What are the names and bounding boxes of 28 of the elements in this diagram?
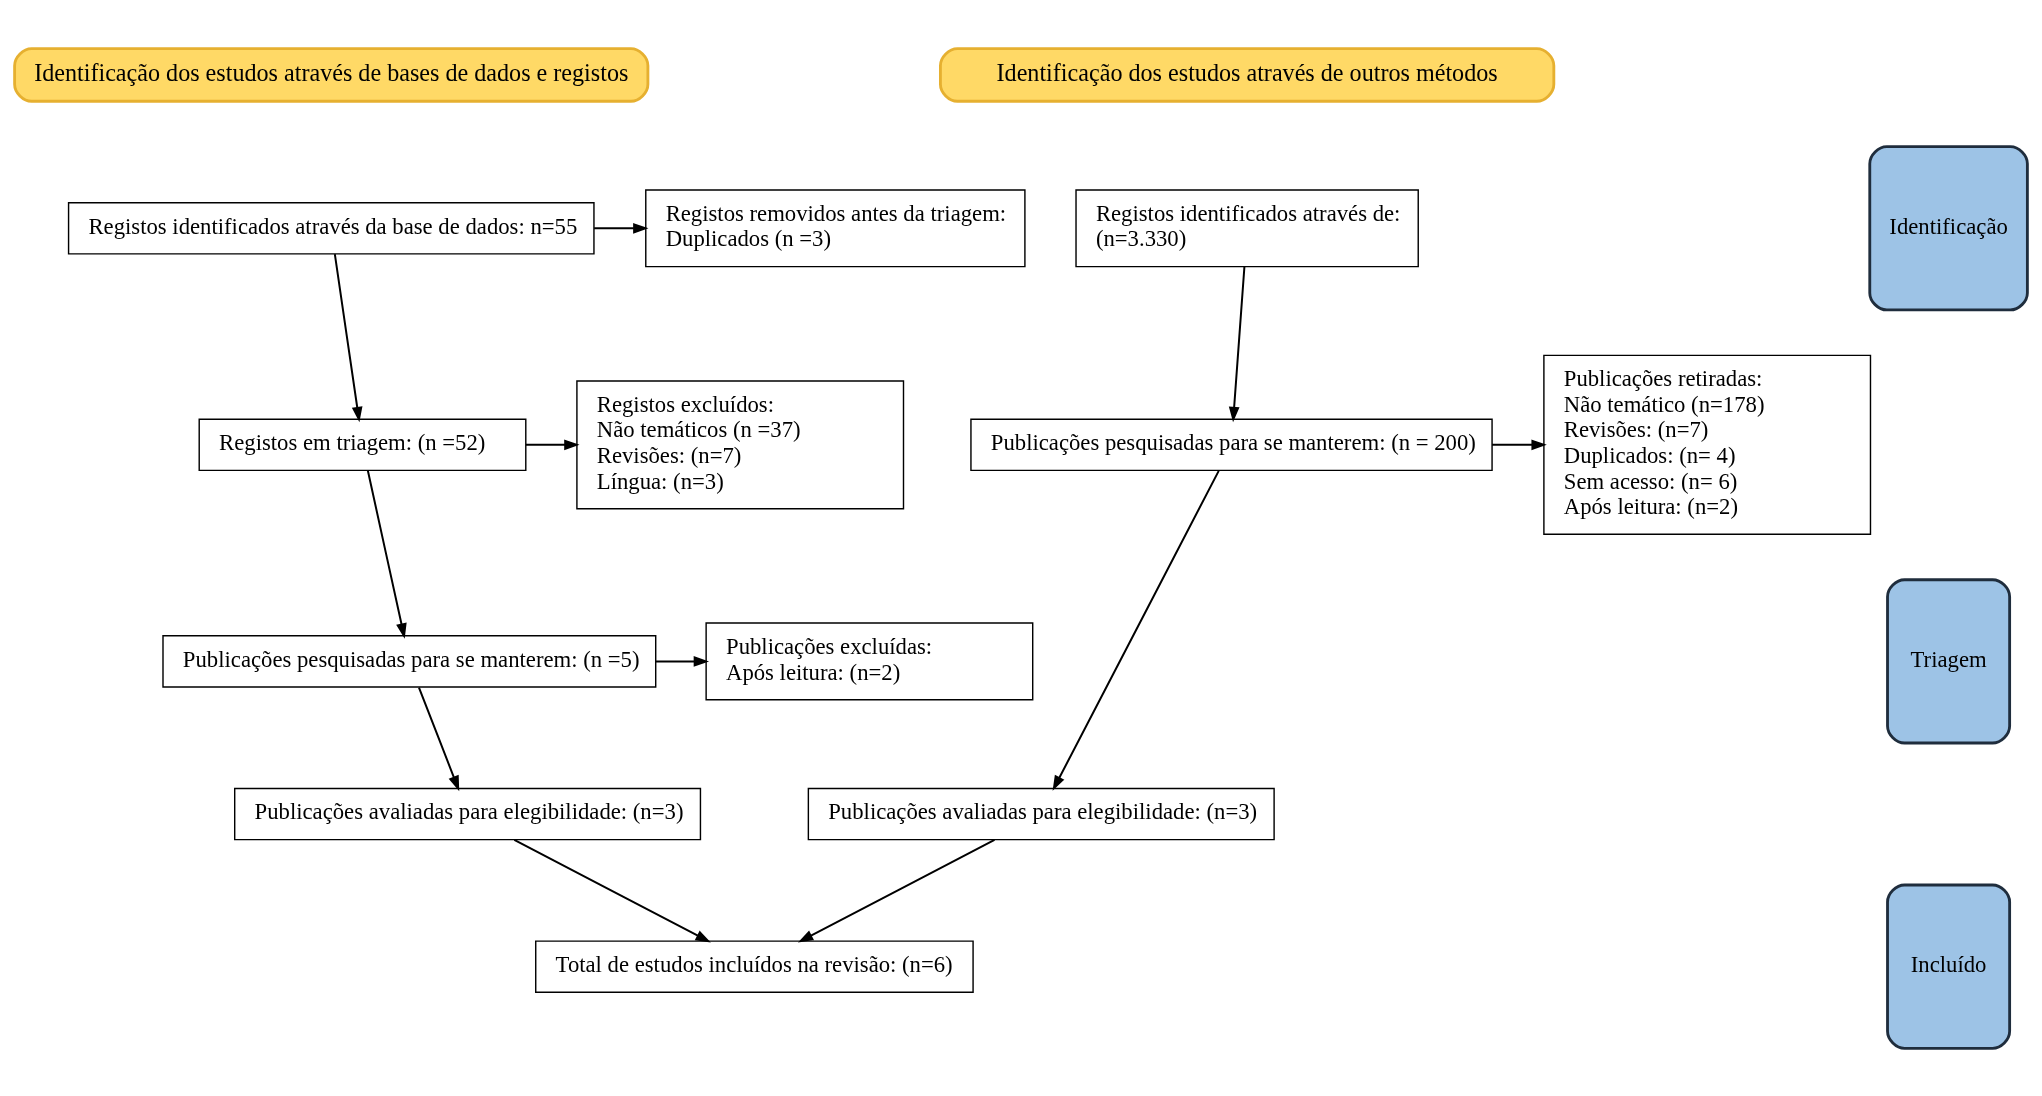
arrow bbox=[333, 252, 363, 422]
node-box: Total de estudos incluídos na revisão: (n=6) bbox=[535, 939, 974, 993]
arrow bbox=[366, 469, 407, 639]
node-box: Identificação bbox=[1868, 144, 2029, 311]
node-box: Publicações avaliadas para elegibilidade: (n=3) bbox=[807, 787, 1275, 840]
node-box: Publicações avaliadas para elegibilidade: (n=3) bbox=[234, 787, 702, 840]
node-box: Publicações retiradas: Não temático (n=178) Revisões: (n=7) Duplicados: (n= 4) Sem acesso: (n= 6) Após leitura: (n=2) bbox=[1543, 354, 1872, 535]
arrow bbox=[655, 655, 710, 667]
arrow bbox=[417, 686, 460, 791]
node-box: Identificação dos estudos através de bases de dados e registos bbox=[13, 46, 650, 103]
node-box: Registos identificados através de: (n=3.330) bbox=[1075, 188, 1419, 267]
arrow bbox=[513, 838, 711, 942]
node-box: Registos em triagem: (n =52) bbox=[198, 418, 527, 471]
node-box: Publicações pesquisadas para se manterem: (n =5) bbox=[162, 634, 657, 688]
arrow bbox=[524, 438, 580, 450]
arrow bbox=[797, 838, 996, 942]
node-box: Identificação dos estudos através de outros métodos bbox=[939, 46, 1556, 103]
node-box: Incluído bbox=[1886, 883, 2012, 1050]
node-box: Registos excluídos: Não temáticos (n =37) Revisões: (n=7) Língua: (n=3) bbox=[576, 379, 905, 509]
arrow bbox=[593, 222, 649, 234]
node-box: Publicações excluídas: Após leitura: (n=2) bbox=[705, 621, 1034, 700]
node-box: Registos identificados através da base de dados: n=55 bbox=[67, 201, 595, 255]
arrow bbox=[1052, 469, 1220, 791]
arrow bbox=[1228, 265, 1246, 422]
node-box: Publicações pesquisadas para se manterem: (n = 200) bbox=[970, 418, 1493, 471]
node-box: Registos removidos antes da triagem: Duplicados (n =3) bbox=[645, 188, 1026, 267]
arrow bbox=[1491, 438, 1547, 450]
node-box: Triagem bbox=[1886, 577, 2012, 744]
